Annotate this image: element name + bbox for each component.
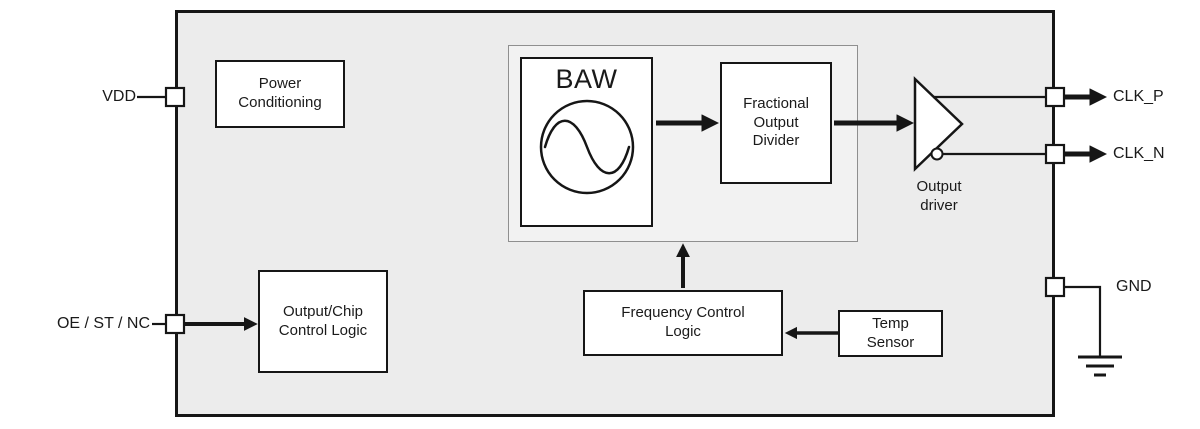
ground-symbol-icon bbox=[1078, 355, 1122, 377]
gnd-pin-label: GND bbox=[1116, 278, 1152, 295]
output-chip-control-logic-block: Output/Chip Control Logic bbox=[258, 270, 388, 373]
oe-st-nc-pin-label: OE / ST / NC bbox=[56, 315, 150, 332]
clk-n-pin-label: CLK_N bbox=[1113, 145, 1165, 162]
power-conditioning-block: Power Conditioning bbox=[215, 60, 345, 128]
frequency-control-logic-block: Frequency Control Logic bbox=[583, 290, 783, 356]
baw-label: BAW bbox=[555, 64, 618, 94]
power-conditioning-label: Power Conditioning bbox=[238, 75, 322, 111]
baw-resonator-block: BAW bbox=[520, 57, 653, 227]
clk-p-pin-label: CLK_P bbox=[1113, 88, 1164, 105]
fractional-output-divider-block: Fractional Output Divider bbox=[720, 62, 832, 184]
oscillator-sine-icon bbox=[539, 99, 634, 195]
output-driver-label: Output driver bbox=[916, 178, 962, 214]
fractional-output-divider-label: Fractional Output Divider bbox=[743, 94, 809, 150]
temp-sensor-label: Temp Sensor bbox=[866, 314, 915, 351]
temp-sensor-block: Temp Sensor bbox=[838, 310, 943, 357]
gnd-trace bbox=[1064, 285, 1102, 357]
frequency-control-logic-label: Frequency Control Logic bbox=[621, 304, 745, 340]
vdd-pin-label: VDD bbox=[102, 88, 136, 105]
output-chip-control-logic-label: Output/Chip Control Logic bbox=[278, 302, 368, 339]
